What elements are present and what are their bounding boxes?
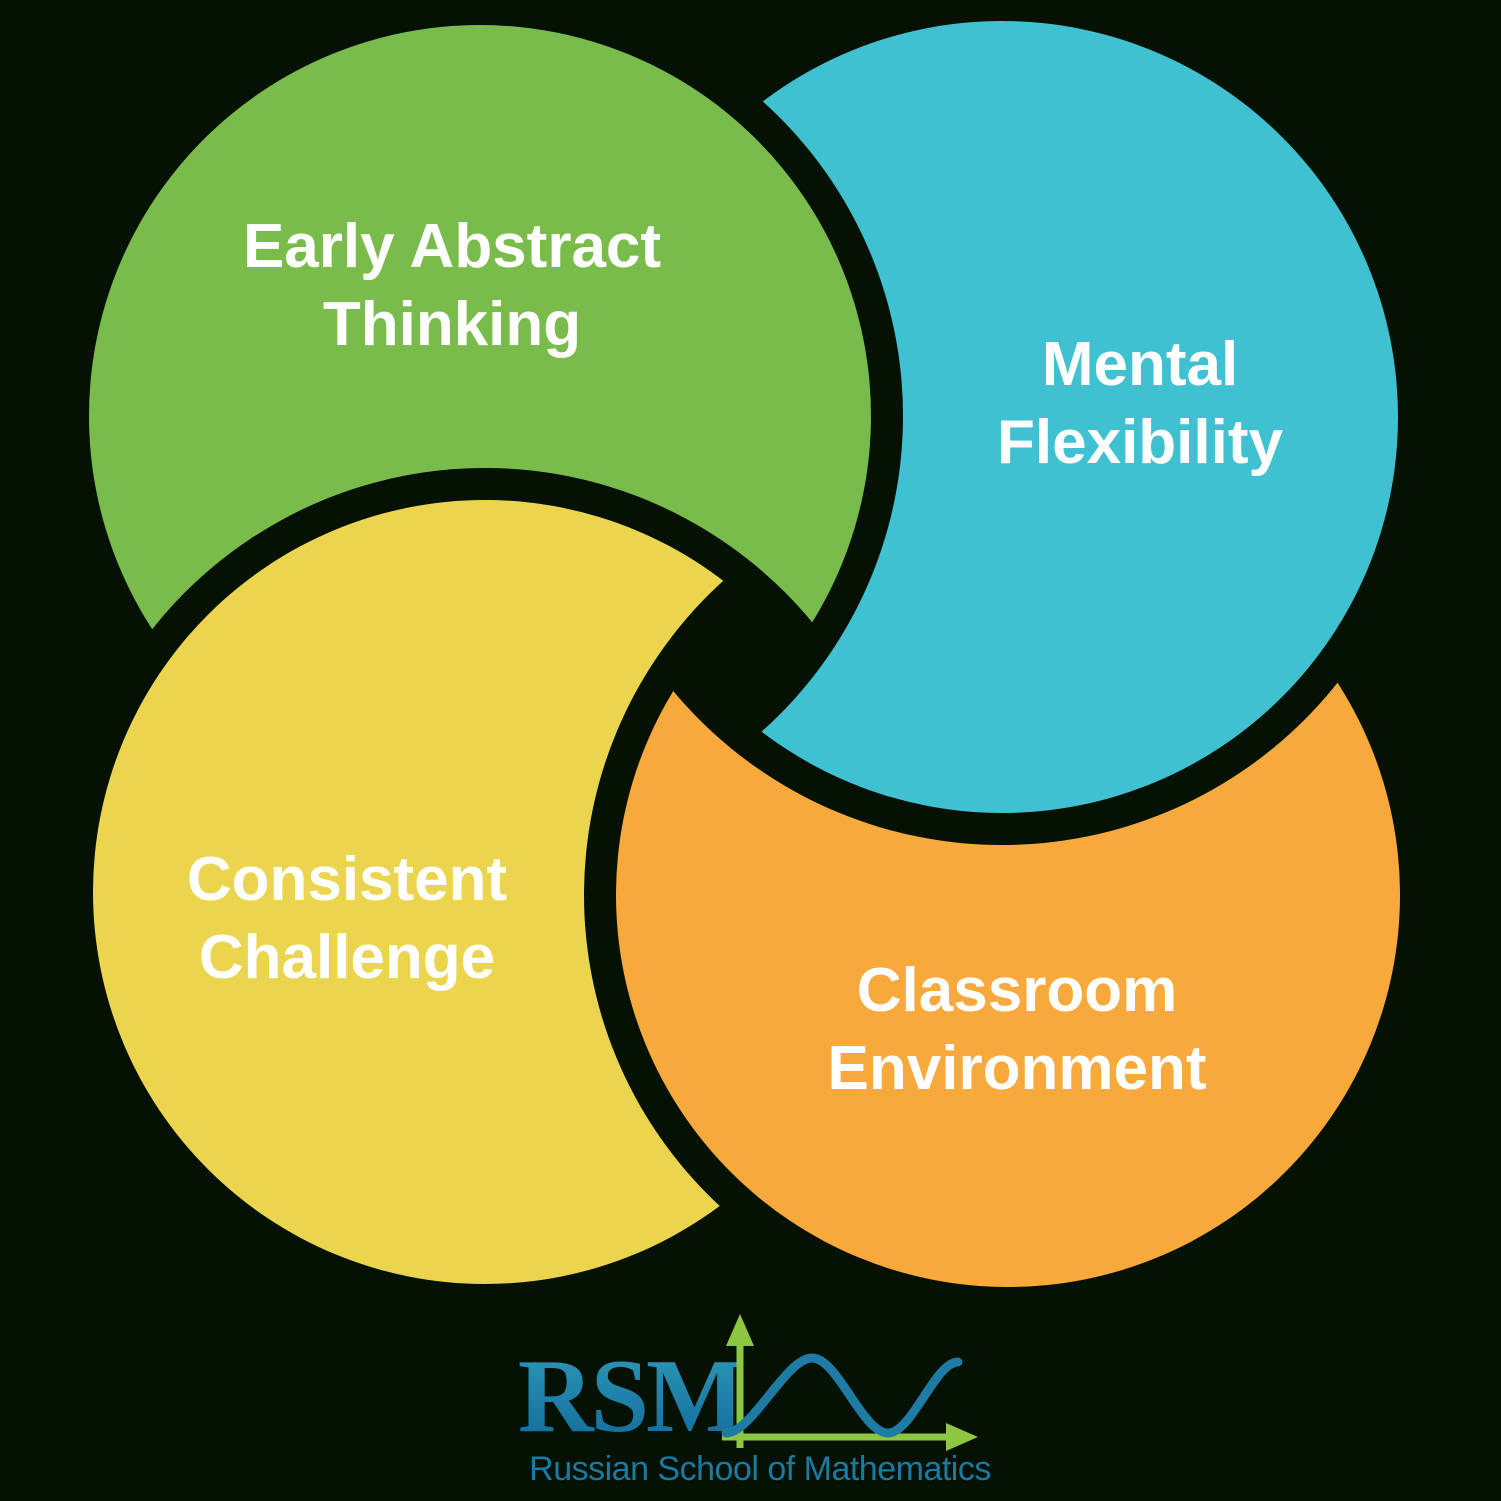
label-line: Thinking <box>322 290 582 359</box>
label-line: Consistent <box>186 845 508 914</box>
rsm-wordmark: RSM <box>518 1337 743 1454</box>
label-line: Flexibility <box>997 408 1283 477</box>
label-line: Challenge <box>198 923 496 992</box>
rsm-logo: RSM Russian School of Mathematics <box>518 1314 991 1488</box>
petal-classroom-environment <box>616 503 1400 1287</box>
logo-sine-curve-icon <box>721 1353 963 1438</box>
label-line: Classroom <box>856 956 1178 1025</box>
label-early-abstract-thinking: Early Abstract Thinking <box>243 208 661 364</box>
label-line: Early Abstract <box>242 212 662 281</box>
logo-tagline: Russian School of Mathematics <box>529 1450 991 1488</box>
label-consistent-challenge: Consistent Challenge <box>187 841 507 997</box>
label-line: Mental <box>1041 330 1239 399</box>
label-mental-flexibility: Mental Flexibility <box>997 326 1283 482</box>
logo-x-axis-arrowhead-icon <box>946 1423 978 1451</box>
label-line: Environment <box>827 1034 1207 1103</box>
label-classroom-environment: Classroom Environment <box>828 952 1207 1108</box>
logo-y-axis-arrowhead-icon <box>726 1314 754 1346</box>
